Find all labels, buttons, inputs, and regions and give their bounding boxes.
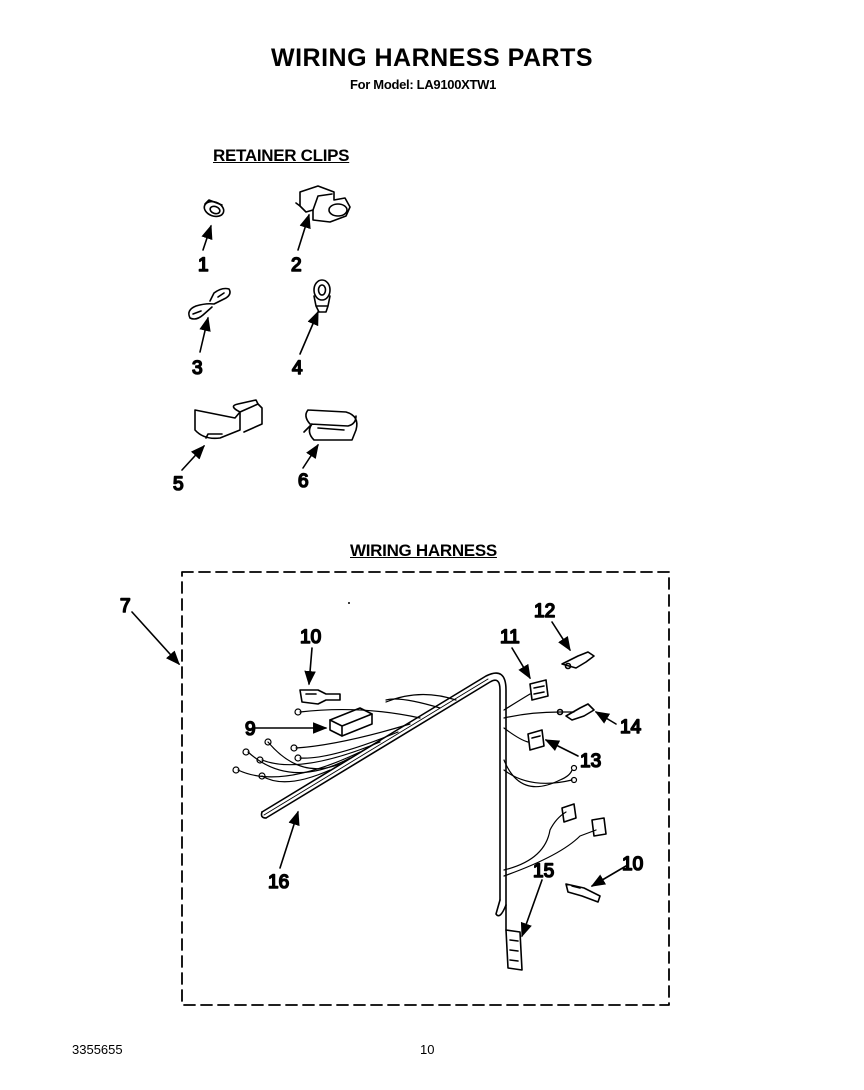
main-wire-bundle [260,672,507,917]
plug-connectors [561,803,607,837]
callout-5: 5 [173,474,184,495]
retainer-clip-3 [188,287,231,320]
callout-16: 16 [268,872,289,893]
callout-3: 3 [192,358,203,379]
connector-15 [505,904,523,971]
callout-arrow-16 [279,810,300,869]
callout-2: 2 [291,255,302,276]
callout-arrow-4 [299,310,319,355]
callout-12: 12 [534,601,555,622]
callout-arrow-2 [297,213,311,251]
callout-15: 15 [533,861,554,882]
callout-arrow-15 [520,879,543,938]
callout-arrow-14 [594,711,617,725]
callout-arrow-1 [201,224,213,251]
retainer-clip-6 [303,409,358,441]
retainer-clip-5 [194,399,263,440]
terminal-10-upper [299,689,341,705]
terminal-12 [561,651,595,670]
terminal-14 [556,703,595,721]
callout-arrow-10a [304,647,316,686]
wire-terminals-left [232,708,302,780]
wiring-harness-heading: WIRING HARNESS [350,541,497,560]
callout-arrow-6 [302,443,319,469]
callout-7: 7 [120,596,131,617]
callout-arrow-7 [131,611,180,666]
callout-9: 9 [245,719,256,740]
retainer-clip-1 [203,199,225,218]
terminal-10-lower [565,883,601,903]
callout-10b: 10 [622,854,643,875]
callout-6: 6 [298,471,309,492]
page-title: WIRING HARNESS PARTS [270,44,594,72]
callout-arrow-5 [181,444,205,471]
callout-arrow-3 [199,316,211,353]
retainer-clip-2 [295,185,351,223]
connector-block-9 [329,707,373,737]
model-subtitle: For Model: LA9100XTW1 [349,77,497,92]
connector-11 [529,679,549,701]
speck [348,602,350,604]
document-number: 3355655 [72,1042,123,1057]
right-branch-wires [503,693,597,877]
retainer-clips-heading: RETAINER CLIPS [213,146,350,165]
harness-boundary-box [181,571,670,1006]
page-number: 10 [420,1042,435,1057]
callout-14: 14 [620,717,642,738]
retainer-clip-4 [313,279,331,313]
wire-terminals-right [570,764,578,784]
callout-arrow-13 [544,739,579,757]
callout-11: 11 [500,627,520,648]
callout-arrow-10b [590,865,627,887]
callout-13: 13 [580,751,601,772]
callout-1: 1 [198,255,209,276]
connector-13 [527,729,545,751]
callout-4: 4 [292,358,303,379]
callout-arrow-12 [551,621,571,652]
callout-10a: 10 [300,627,321,648]
callout-arrow-11 [511,647,531,680]
